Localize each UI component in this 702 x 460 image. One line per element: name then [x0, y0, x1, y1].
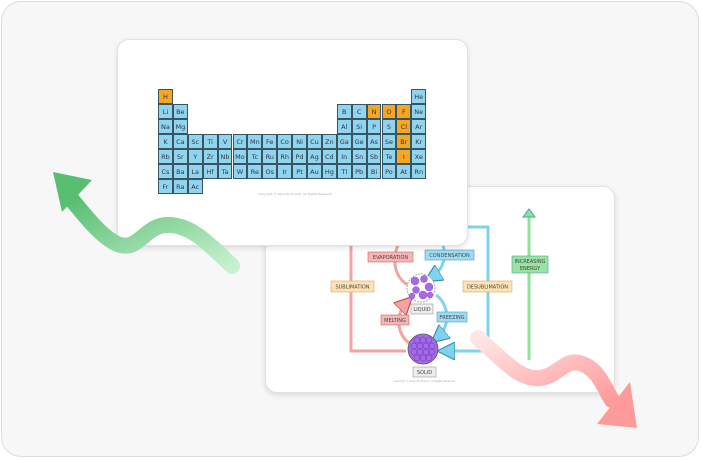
element-cell-v: V [217, 134, 233, 149]
energy-label-line2: ENERGY [520, 266, 541, 272]
element-cell-cr: Cr [232, 134, 248, 149]
element-cell-cs: Cs [158, 164, 173, 179]
evaporation-arrow [393, 244, 409, 287]
element-cell-ga: Ga [336, 134, 352, 149]
element-cell-hg: Hg [321, 164, 337, 179]
element-cell-li: Li [158, 104, 173, 119]
element-cell-xe: Xe [411, 149, 427, 164]
energy-label-line1: INCREASING [514, 259, 545, 265]
desublimation-label: DESUBLIMATION [467, 285, 508, 291]
element-cell-bi: Bi [366, 164, 382, 179]
solid-label: SOLID [417, 370, 432, 376]
element-cell-ag: Ag [307, 149, 322, 164]
element-cell-al: Al [336, 119, 352, 134]
freezing-label: FREEZING [439, 315, 464, 321]
element-cell-br: Br [396, 134, 412, 149]
diagram-copyright: Copyright © Save My Exams. All Rights Re… [393, 379, 455, 383]
solid-particles-icon [407, 333, 439, 365]
element-cell-mg: Mg [172, 119, 188, 134]
energy-arrow-head [522, 208, 536, 218]
element-cell-cl: Cl [396, 119, 412, 134]
element-cell-ru: Ru [262, 149, 278, 164]
element-cell-la: La [187, 164, 203, 179]
element-cell-sb: Sb [366, 149, 382, 164]
element-cell-w: W [232, 164, 248, 179]
element-cell-po: Po [381, 164, 397, 179]
element-cell-s: S [381, 119, 397, 134]
element-cell-k: K [158, 134, 173, 149]
element-cell-ar: Ar [411, 119, 427, 134]
element-cell-as: As [366, 134, 382, 149]
element-cell-ta: Ta [217, 164, 233, 179]
element-cell-ba: Ba [172, 164, 188, 179]
element-cell-se: Se [381, 134, 397, 149]
element-cell-ni: Ni [292, 134, 307, 149]
liquid-label: LIQUID [413, 307, 430, 313]
element-cell-o: O [381, 104, 397, 119]
element-cell-sr: Sr [172, 149, 188, 164]
evaporation-label: EVAPORATION [373, 255, 408, 261]
element-cell-fr: Fr [158, 179, 173, 194]
element-cell-f: F [396, 104, 412, 119]
element-cell-au: Au [307, 164, 322, 179]
sublimation-label: SUBLIMATION [335, 285, 369, 291]
element-cell-tl: Tl [336, 164, 352, 179]
element-cell-b: B [336, 104, 352, 119]
element-cell-hf: Hf [202, 164, 218, 179]
element-cell-h: H [158, 89, 173, 104]
element-cell-cd: Cd [321, 149, 337, 164]
element-cell-n: N [366, 104, 382, 119]
element-cell-rn: Rn [411, 164, 427, 179]
element-cell-pd: Pd [292, 149, 307, 164]
element-cell-be: Be [172, 104, 188, 119]
element-cell-rb: Rb [158, 149, 173, 164]
element-cell-zr: Zr [202, 149, 218, 164]
element-cell-cu: Cu [307, 134, 322, 149]
element-cell-si: Si [351, 119, 367, 134]
element-cell-in: In [336, 149, 352, 164]
element-cell-te: Te [381, 149, 397, 164]
element-cell-tc: Tc [247, 149, 263, 164]
element-cell-co: Co [277, 134, 293, 149]
condensation-arrow [432, 242, 446, 277]
element-cell-mn: Mn [247, 134, 263, 149]
element-cell-sc: Sc [187, 134, 203, 149]
table-copyright: Copyright © Save My Exams. All Rights Re… [258, 192, 333, 196]
element-cell-ir: Ir [277, 164, 293, 179]
element-cell-ac: Ac [187, 179, 203, 194]
element-cell-c: C [351, 104, 367, 119]
element-cell-ti: Ti [202, 134, 218, 149]
element-cell-ge: Ge [351, 134, 367, 149]
sublimation-path [349, 245, 406, 353]
element-cell-nb: Nb [217, 149, 233, 164]
element-cell-i: I [396, 149, 412, 164]
element-cell-fe: Fe [262, 134, 278, 149]
element-cell-y: Y [187, 149, 203, 164]
element-cell-zn: Zn [321, 134, 337, 149]
element-cell-ne: Ne [411, 104, 427, 119]
element-cell-p: P [366, 119, 382, 134]
element-cell-os: Os [262, 164, 278, 179]
element-cell-sn: Sn [351, 149, 367, 164]
condensation-label: CONDENSATION [429, 253, 470, 259]
element-cell-pt: Pt [292, 164, 307, 179]
element-cell-he: He [411, 89, 427, 104]
element-cell-rh: Rh [277, 149, 293, 164]
melting-label: MELTING [384, 318, 406, 324]
element-cell-ra: Ra [172, 179, 188, 194]
element-cell-kr: Kr [411, 134, 427, 149]
element-cell-na: Na [158, 119, 173, 134]
element-cell-mo: Mo [232, 149, 248, 164]
element-cell-ca: Ca [172, 134, 188, 149]
states-of-matter-diagram: SUBLIMATION EVAPORATION CONDENSATION LIQ… [330, 208, 549, 383]
element-cell-at: At [396, 164, 412, 179]
element-cell-pb: Pb [351, 164, 367, 179]
element-cell-re: Re [247, 164, 263, 179]
